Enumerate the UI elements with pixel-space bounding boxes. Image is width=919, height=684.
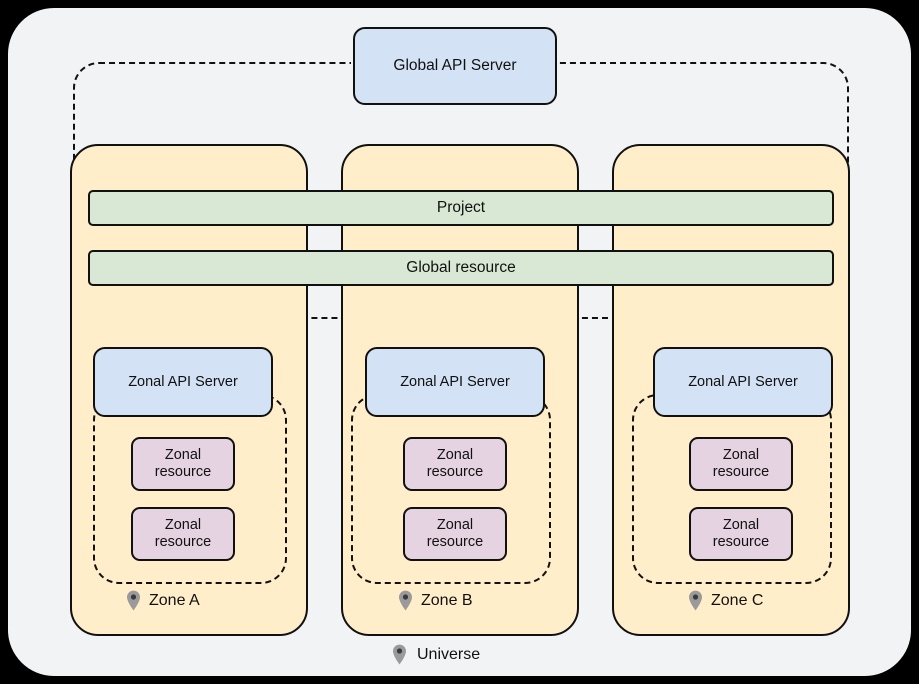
zone-b-resource-1-line1: Zonal [436,447,474,463]
zone-a-resource-1-line1: Zonal [164,447,202,463]
zone-a-api-server[interactable]: Zonal API Server [93,347,273,417]
zone-c-api-server-label: Zonal API Server [688,374,798,390]
zone-c-api-server[interactable]: Zonal API Server [653,347,833,417]
universe-label-text: Universe [417,645,481,663]
project-bar-label: Project [436,199,486,216]
zone-c-resource-2-line2: resource [712,534,770,550]
map-pin-icon [399,590,412,611]
zone-b-api-server[interactable]: Zonal API Server [365,347,545,417]
map-pin-icon [127,590,140,611]
zone-b-label: Zone B [398,590,473,611]
zone-a-resource-2-line2: resource [154,534,212,550]
zone-c-resource-2-line1: Zonal [722,517,760,533]
global-resource-bar-label: Global resource [406,259,516,276]
global-resource-bar[interactable]: Global resource [88,250,834,286]
zone-c-resource-1-line1: Zonal [722,447,760,463]
zone-c-label: Zone C [688,590,763,611]
project-bar[interactable]: Project [88,190,834,226]
zone-a-api-server-label: Zonal API Server [128,374,238,390]
zone-a-label-text: Zone A [149,591,200,609]
zone-c-resource-1[interactable]: Zonal resource [689,437,793,491]
global-api-server-label: Global API Server [393,57,517,74]
map-pin-icon [689,590,702,611]
zone-b-label-text: Zone B [421,591,473,609]
zone-b-resource-2-line2: resource [426,534,484,550]
zone-a-resource-1[interactable]: Zonal resource [131,437,235,491]
zone-c-label-text: Zone C [711,591,764,609]
zone-b-resource-1-line2: resource [426,464,484,480]
zone-a-resource-1-line2: resource [154,464,212,480]
zone-c-resource-1-line2: resource [712,464,770,480]
global-api-server-box[interactable]: Global API Server [353,27,557,105]
zone-b-resource-2-line1: Zonal [436,517,474,533]
zone-b-resource-2[interactable]: Zonal resource [403,507,507,561]
zone-c-resource-2[interactable]: Zonal resource [689,507,793,561]
zone-b-resource-1[interactable]: Zonal resource [403,437,507,491]
zone-a-label: Zone A [126,590,200,611]
zone-a-resource-2[interactable]: Zonal resource [131,507,235,561]
zone-a-resource-2-line1: Zonal [164,517,202,533]
universe-label: Universe [392,644,480,665]
map-pin-icon [393,644,406,665]
zone-b-api-server-label: Zonal API Server [400,374,510,390]
